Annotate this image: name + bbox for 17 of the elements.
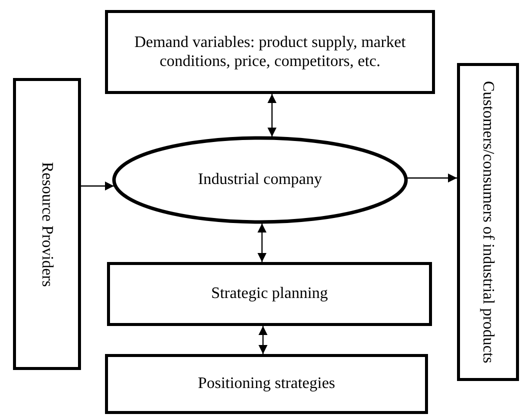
node-label: Customers/consumers of industrial products	[478, 80, 498, 366]
process-box	[457, 63, 519, 381]
process-box	[105, 10, 435, 94]
arrow	[81, 182, 114, 190]
arrow	[258, 224, 266, 262]
arrow	[258, 326, 268, 354]
process-ellipse	[112, 136, 408, 224]
process-box	[105, 354, 428, 414]
node-label: Positioning strategies	[196, 374, 336, 394]
node-label: Demand variables: product supply, market conditions, price, competitors, etc.	[133, 32, 407, 72]
arrow	[407, 174, 457, 182]
node-label: Industrial company	[197, 170, 323, 190]
process-box	[13, 78, 81, 370]
node-label: Strategic planning	[210, 284, 329, 304]
arrow	[268, 94, 276, 137]
process-box	[107, 262, 432, 326]
node-label: Resource Providers	[38, 160, 57, 288]
